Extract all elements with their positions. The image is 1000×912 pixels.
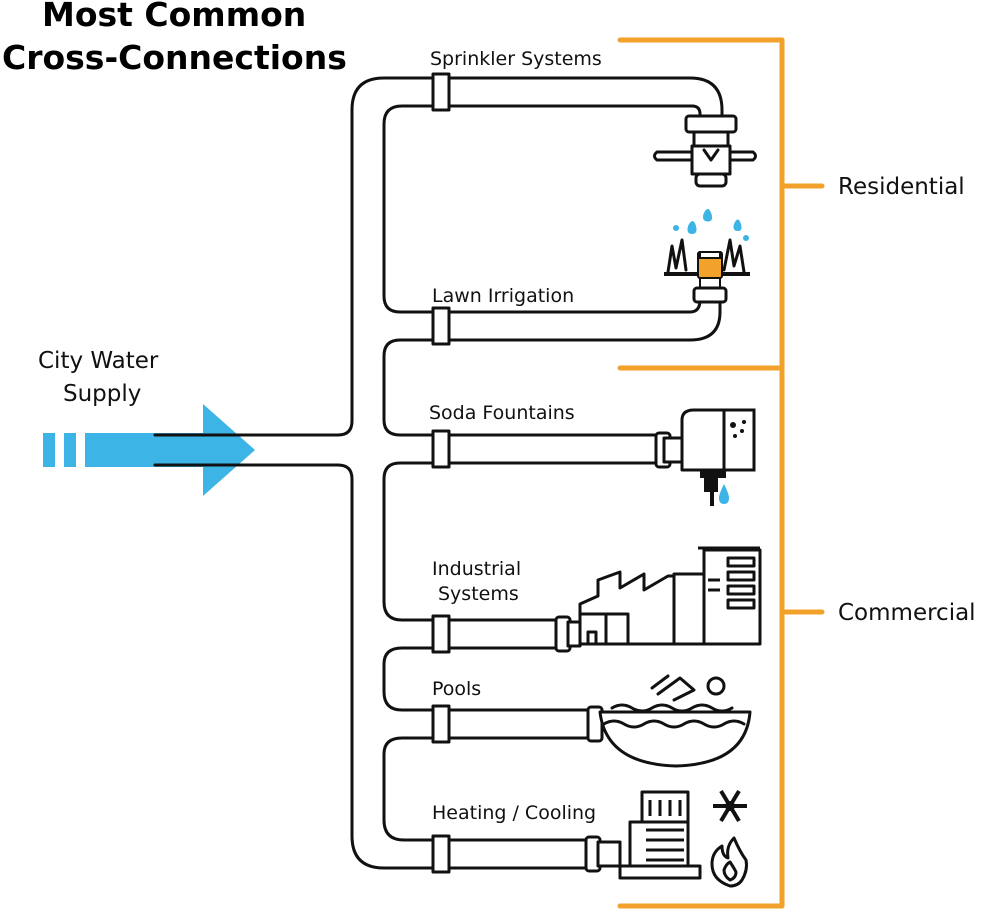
diagram-title-line2: Cross-Connections: [2, 38, 347, 77]
hvac-unit-icon: [584, 790, 702, 880]
lawn-sprinkler-icon: [664, 209, 750, 304]
snowflake-icon: [713, 789, 747, 823]
branch-label-lawn-irrigation: Lawn Irrigation: [432, 285, 574, 307]
water-flow-arrow-icon: [43, 404, 255, 496]
flame-icon: [710, 836, 748, 888]
branch-label-sprinkler-systems: Sprinkler Systems: [430, 48, 602, 70]
factory-icon: [554, 546, 762, 653]
diagram-title-line1: Most Common: [42, 0, 306, 34]
group-brackets: [617, 37, 825, 909]
group-label-commercial: Commercial: [838, 600, 976, 626]
fire-sprinkler-icon: [653, 114, 757, 188]
pipe-network: [153, 76, 724, 870]
group-label-residential: Residential: [838, 174, 965, 200]
supply-label-line1: City Water: [38, 348, 159, 374]
branch-label-industrial-line1: Industrial: [432, 558, 521, 580]
supply-label-line2: Supply: [63, 381, 141, 407]
soda-dispenser-icon: [654, 408, 756, 506]
grass-icon: [666, 238, 688, 274]
swimmer-pool-icon: [586, 674, 752, 768]
branch-label-heating-cooling: Heating / Cooling: [432, 802, 596, 824]
pipe-couplings: [431, 72, 451, 874]
branch-label-soda-fountains: Soda Fountains: [429, 402, 575, 424]
water-drop-icon: [719, 484, 729, 504]
branch-label-pools: Pools: [432, 678, 481, 700]
branch-label-industrial-line2: Systems: [438, 583, 519, 605]
